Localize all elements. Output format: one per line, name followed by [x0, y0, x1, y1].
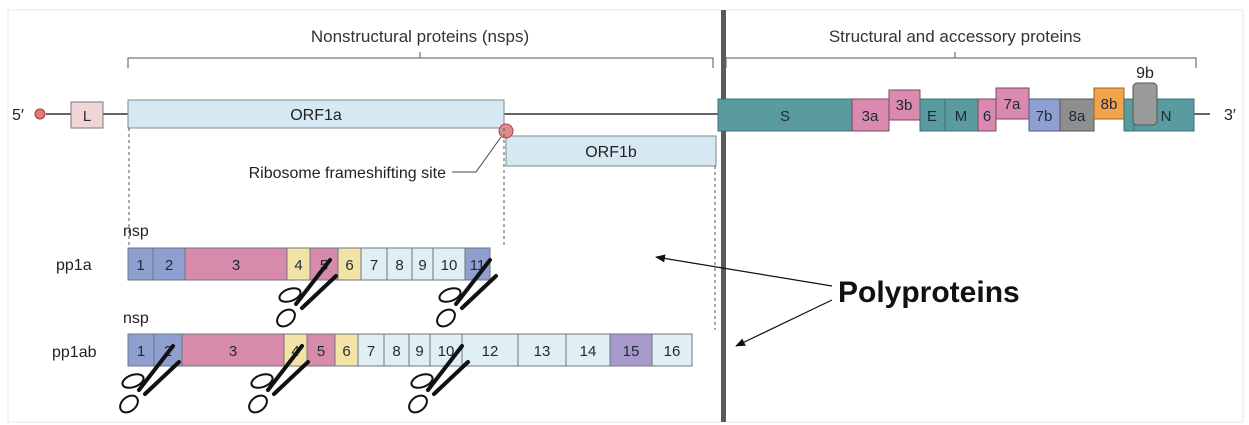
frameshift-site-marker	[498, 123, 514, 139]
pp1a-segment-label: 2	[165, 257, 173, 274]
pp1ab-segment-label: 10	[438, 343, 455, 360]
pp1ab-segment-label: 16	[664, 343, 681, 360]
gene-s-label: S	[780, 108, 790, 125]
leader-box	[70, 101, 104, 129]
pp1ab-segment-label: 7	[367, 343, 375, 360]
pp1a-segment-label: 1	[136, 257, 144, 274]
gene-e-label: E	[927, 108, 937, 125]
pp1ab-segment-label: 9	[415, 343, 423, 360]
gene-8a-label: 8a	[1069, 108, 1086, 125]
pp1ab-segment-label: 6	[342, 343, 350, 360]
gene-3b-label: 3b	[896, 97, 913, 114]
pp1a-segment-box	[309, 247, 339, 281]
scissors-icon	[276, 258, 338, 328]
structural-genes: S 3a 3b E M 6 7a 7b 8a 8b 9b N	[717, 65, 1195, 132]
gene-7a-box	[995, 87, 1030, 120]
orf1b-box	[505, 135, 717, 167]
pp1a-segment-box	[360, 247, 388, 281]
pp1a-segment-box	[127, 247, 154, 281]
scissors-icon	[248, 344, 310, 414]
pp1ab-segment-box	[461, 333, 519, 367]
pp1ab-segment-label: 15	[623, 343, 640, 360]
orf1a-box	[127, 99, 505, 129]
pp1ab-segment-label: 1	[137, 343, 145, 360]
cleavage-scissors	[119, 258, 498, 414]
gene-9b-box	[1132, 82, 1158, 126]
pp1a-segment-box	[386, 247, 413, 281]
nsp-label-pp1a: nsp	[123, 223, 149, 240]
five-prime-label: 5′	[12, 107, 24, 124]
pp1ab-segment-label: 3	[229, 343, 237, 360]
gene-8a-box	[1059, 98, 1095, 132]
frameshift-leader-line	[452, 136, 502, 173]
structural-header: Structural and accessory proteins	[829, 27, 1081, 46]
gene-8b-label: 8b	[1101, 96, 1118, 113]
gene-s-box	[717, 98, 853, 132]
scissors-icon	[119, 344, 181, 414]
pp1a-segment-label: 10	[441, 257, 458, 274]
scissors-icon	[436, 258, 498, 328]
gene-n-label: N	[1161, 108, 1172, 125]
pp1a-segment-label: 7	[370, 257, 378, 274]
pp1ab-segment-box	[127, 333, 155, 367]
orf1a-label: ORF1a	[290, 107, 342, 124]
pp1ab-segment-box	[357, 333, 385, 367]
pp1a-segment-label: 9	[418, 257, 426, 274]
polyproteins-arrow-pp1a	[655, 254, 833, 287]
section-separator	[721, 10, 726, 422]
frameshift-label: Ribosome frameshifting site	[249, 165, 447, 182]
gene-7b-label: 7b	[1036, 108, 1053, 125]
pp1a-segment-box	[184, 247, 288, 281]
polyproteins-label: Polyproteins	[838, 276, 1020, 309]
pp1ab-segment-box	[383, 333, 410, 367]
five-prime-cap	[34, 108, 46, 120]
pp1ab-segment-label: 5	[317, 343, 325, 360]
nonstructural-bracket	[127, 52, 714, 68]
pp1a-segment-label: 8	[395, 257, 403, 274]
orf1b-label: ORF1b	[585, 144, 637, 161]
pp1ab-segment-box	[306, 333, 336, 367]
gene-m-label: M	[955, 108, 968, 125]
gene-3a-label: 3a	[862, 108, 879, 125]
leader-label: L	[83, 108, 91, 125]
gene-9b-label: 9b	[1136, 65, 1154, 82]
pp1ab-segment-box	[651, 333, 693, 367]
nonstructural-header: Nonstructural proteins (nsps)	[311, 27, 529, 46]
polyproteins-arrow-pp1ab	[735, 299, 833, 347]
pp1a-segment-label: 6	[345, 257, 353, 274]
gene-7a-label: 7a	[1004, 96, 1021, 113]
scissors-icon	[408, 344, 470, 414]
pp1ab-segment-label: 13	[534, 343, 551, 360]
pp1ab-segment-label: 14	[580, 343, 597, 360]
gene-3a-box	[851, 98, 890, 132]
pp1ab-segment-label: 12	[482, 343, 499, 360]
pp1ab-label: pp1ab	[52, 344, 97, 361]
nsp-label-pp1ab: nsp	[123, 310, 149, 327]
pp1ab-segment-box	[609, 333, 653, 367]
gene-6-label: 6	[983, 108, 991, 125]
pp1a-segment-label: 3	[232, 257, 240, 274]
pp1a-label: pp1a	[56, 257, 92, 274]
three-prime-label: 3′	[1224, 107, 1236, 124]
pp1ab-segment-label: 8	[392, 343, 400, 360]
pp1a-segment-label: 4	[294, 257, 302, 274]
